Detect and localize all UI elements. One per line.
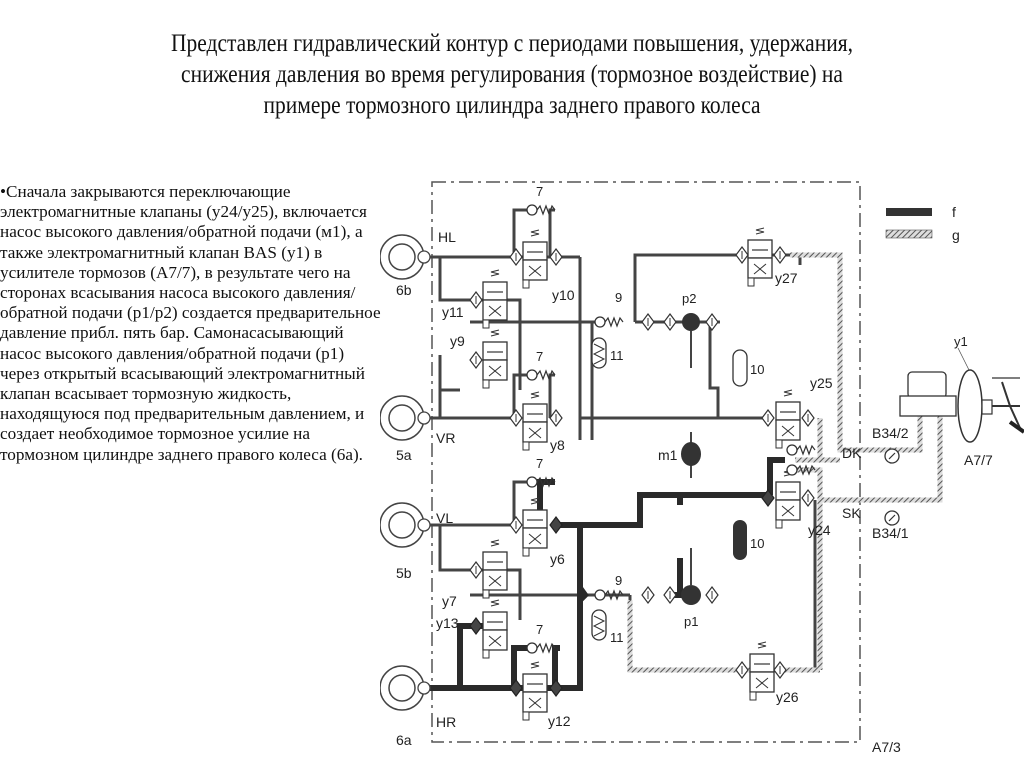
check-valve-9-lower: 9 (594, 573, 624, 601)
brake-booster-a7-7: y1 A7/7 (899, 334, 1024, 468)
dk-label: DK (842, 445, 862, 461)
svg-text:y27: y27 (775, 270, 798, 286)
svg-text:7: 7 (536, 456, 543, 471)
valve-y25: y25 (761, 375, 833, 449)
booster-label: A7/7 (964, 452, 993, 468)
svg-text:B34/2: B34/2 (872, 425, 909, 441)
svg-text:y11: y11 (442, 304, 464, 320)
valve-y9: y9 (450, 329, 508, 389)
wheel-hr-id: 6a (396, 732, 412, 748)
unit-label-a7-3: A7/3 (872, 739, 901, 755)
svg-text:7: 7 (536, 622, 543, 637)
svg-text:y9: y9 (450, 333, 465, 349)
svg-text:9: 9 (615, 290, 622, 305)
svg-text:y6: y6 (550, 551, 565, 567)
slide-title: Представлен гидравлический контур с пери… (72, 28, 953, 121)
unit-boundary (431, 181, 861, 743)
svg-text:B34/1: B34/1 (872, 525, 909, 541)
sensor-b34-2: B34/2 (872, 425, 909, 464)
title-line-3: примере тормозного цилиндра заднего прав… (263, 92, 761, 119)
wheel-vr-id: 5a (396, 447, 412, 463)
hydraulic-circuit-diagram: f g (380, 181, 1024, 755)
legend-g-label: g (952, 227, 960, 243)
title-line-1: Представлен гидравлический контур с пери… (170, 30, 853, 57)
valve-y24: y24 (761, 469, 831, 538)
valve-y11: y11 (442, 269, 508, 329)
pump-p1: p1 (641, 548, 719, 629)
svg-text:9: 9 (615, 573, 622, 588)
sk-label: SK (842, 505, 861, 521)
valve-y26: y26 (735, 641, 799, 705)
check-valve-sk (786, 464, 816, 476)
wheel-hr: HR 6a (380, 665, 456, 748)
legend-g-swatch (885, 229, 933, 239)
bullet: • (0, 182, 7, 201)
svg-text:y10: y10 (552, 287, 575, 303)
wheel-hr-label: HR (436, 714, 456, 730)
damper-10-lower: 10 (733, 520, 764, 560)
valve-y7: y7 (442, 539, 508, 609)
svg-text:10: 10 (750, 536, 764, 551)
svg-text:y7: y7 (442, 593, 457, 609)
hatched-lines (627, 252, 943, 673)
wheel-vl: VL 5b (380, 502, 453, 581)
valve-y6: y6 (509, 497, 565, 567)
svg-text:p1: p1 (684, 614, 698, 629)
description-text: •Сначала закрываются переключающие элект… (0, 182, 385, 465)
valve-y10: y10 (509, 229, 575, 303)
normal-lines (430, 208, 817, 672)
valve-y13: y13 (436, 599, 508, 659)
svg-text:y13: y13 (436, 615, 459, 631)
svg-text:7: 7 (536, 349, 543, 364)
wheel-vl-id: 5b (396, 565, 412, 581)
title-line-2: снижения давления во время регулирования… (181, 61, 843, 88)
check-valve-9-upper: 9 (594, 290, 624, 328)
svg-text:y12: y12 (548, 713, 571, 729)
svg-text:y24: y24 (808, 522, 831, 538)
svg-text:11: 11 (610, 348, 624, 363)
sensor-b34-1: B34/1 (872, 510, 909, 541)
pump-p2: p2 (641, 291, 719, 368)
valve-y8: y8 (509, 391, 565, 453)
svg-text:7: 7 (536, 184, 543, 199)
check-valve-7-hr: 7 (526, 622, 556, 654)
svg-text:10: 10 (750, 362, 764, 377)
svg-text:11: 11 (610, 630, 624, 645)
motor-m1: m1 (658, 432, 701, 478)
svg-text:y8: y8 (550, 437, 565, 453)
check-valve-7-vl: 7 (526, 456, 556, 488)
accumulator-11-lower: 11 (591, 609, 624, 645)
wheel-vr: VR 5a (380, 395, 455, 463)
wheel-hl-id: 6b (396, 282, 412, 298)
legend-f-swatch (886, 208, 932, 216)
wheel-vr-label: VR (436, 430, 455, 446)
check-valve-7-vr: 7 (526, 349, 556, 381)
valve-y1: y1 (954, 334, 968, 349)
wheel-hl: HL 6b (380, 229, 456, 298)
svg-text:y26: y26 (776, 689, 799, 705)
wheel-hl-label: HL (438, 229, 456, 245)
description-paragraph: Сначала закрываются переключающие электр… (0, 182, 381, 464)
wheel-vl-label: VL (436, 510, 453, 526)
check-valve-dk (786, 444, 816, 456)
accumulator-11-upper: 11 (591, 337, 624, 369)
check-valve-7-hl: 7 (526, 184, 556, 216)
svg-text:m1: m1 (658, 447, 678, 463)
svg-text:p2: p2 (682, 291, 696, 306)
legend-f-label: f (952, 204, 956, 220)
valve-y27: y27 (735, 227, 798, 287)
svg-text:y25: y25 (810, 375, 833, 391)
valve-y12: y12 (509, 661, 571, 729)
damper-10-upper: 10 (732, 349, 764, 387)
